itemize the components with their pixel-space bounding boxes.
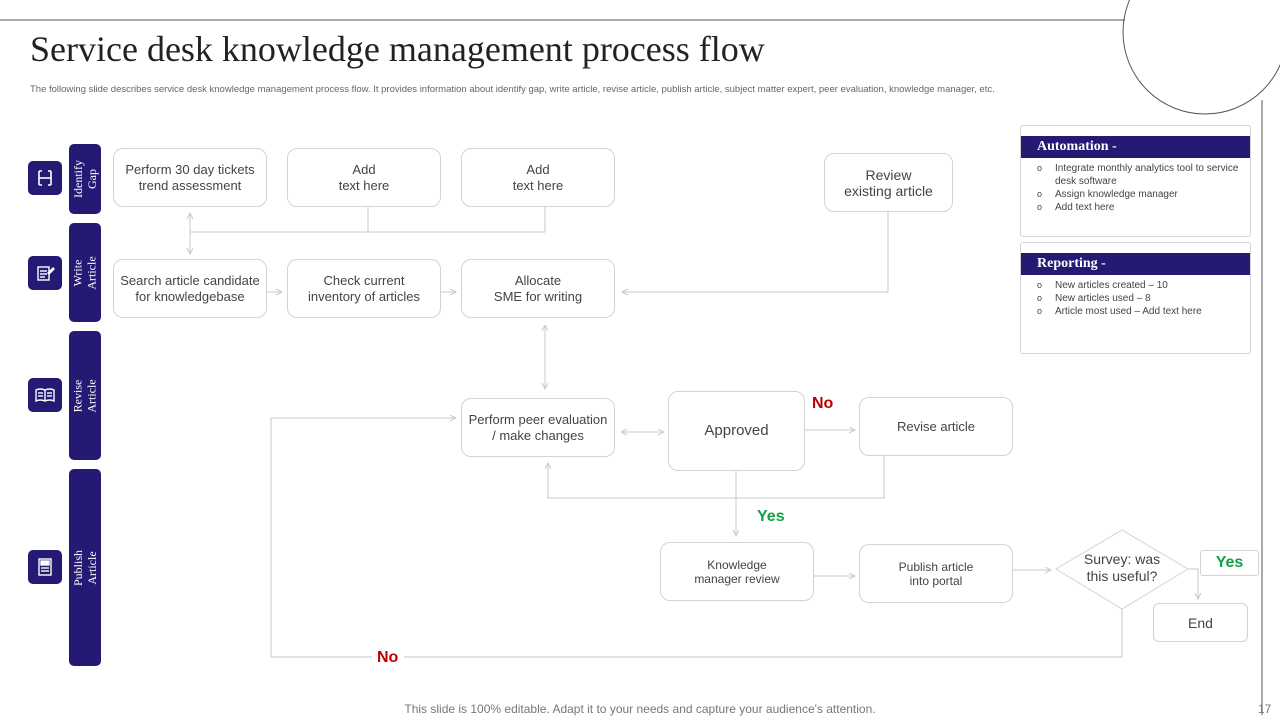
list-item: Assign knowledge manager bbox=[1037, 188, 1244, 201]
bracket-icon bbox=[28, 161, 62, 195]
label-yes-approved: Yes bbox=[757, 508, 785, 525]
list-item: Integrate monthly analytics tool to serv… bbox=[1037, 162, 1244, 188]
newspaper-icon bbox=[28, 550, 62, 584]
list-item: Add text here bbox=[1037, 201, 1244, 214]
search-article-candidate-box: Search article candidate for knowledgeba… bbox=[113, 259, 267, 318]
check-inventory-box: Check current inventory of articles bbox=[287, 259, 441, 318]
perform-30-day-trend-box: Perform 30 day tickets trend assessment bbox=[113, 148, 267, 207]
reporting-panel: Reporting - New articles created – 10 Ne… bbox=[1020, 242, 1251, 354]
add-text-box-2: Add text here bbox=[461, 148, 615, 207]
stage-publish-article: Publish Article bbox=[69, 469, 101, 666]
stage-write-article: Write Article bbox=[69, 223, 101, 322]
list-item: Article most used – Add text here bbox=[1037, 305, 1244, 318]
list-item: New articles used – 8 bbox=[1037, 292, 1244, 305]
revise-article-box: Revise article bbox=[859, 397, 1013, 456]
stage-revise-article: Revise Article bbox=[69, 331, 101, 460]
page-subtitle: The following slide describes service de… bbox=[30, 84, 995, 95]
reporting-list: New articles created – 10 New articles u… bbox=[1021, 279, 1250, 318]
automation-panel: Automation - Integrate monthly analytics… bbox=[1020, 125, 1251, 237]
reporting-panel-title: Reporting - bbox=[1021, 253, 1250, 275]
label-no-survey: No bbox=[377, 649, 399, 666]
page-number: 17 bbox=[1258, 702, 1272, 716]
automation-list: Integrate monthly analytics tool to serv… bbox=[1021, 162, 1250, 214]
document-edit-icon bbox=[28, 256, 62, 290]
label-yes-survey: Yes bbox=[1200, 550, 1259, 576]
survey-decision: Survey: was this useful? bbox=[1083, 551, 1161, 584]
end-box: End bbox=[1153, 603, 1248, 642]
page-title: Service desk knowledge management proces… bbox=[30, 29, 765, 69]
footer-note: This slide is 100% editable. Adapt it to… bbox=[404, 702, 876, 716]
automation-panel-title: Automation - bbox=[1021, 136, 1250, 158]
publish-article-portal-box: Publish article into portal bbox=[859, 544, 1013, 603]
label-no-revise: No bbox=[812, 395, 834, 412]
add-text-box-1: Add text here bbox=[287, 148, 441, 207]
list-item: New articles created – 10 bbox=[1037, 279, 1244, 292]
allocate-sme-box: Allocate SME for writing bbox=[461, 259, 615, 318]
review-existing-article-box: Review existing article bbox=[824, 153, 953, 212]
stage-identify-gap: Identify Gap bbox=[69, 144, 101, 214]
open-book-icon bbox=[28, 378, 62, 412]
peer-evaluation-box: Perform peer evaluation / make changes bbox=[461, 398, 615, 457]
approved-box: Approved bbox=[668, 391, 805, 471]
knowledge-manager-review-box: Knowledge manager review bbox=[660, 542, 814, 601]
